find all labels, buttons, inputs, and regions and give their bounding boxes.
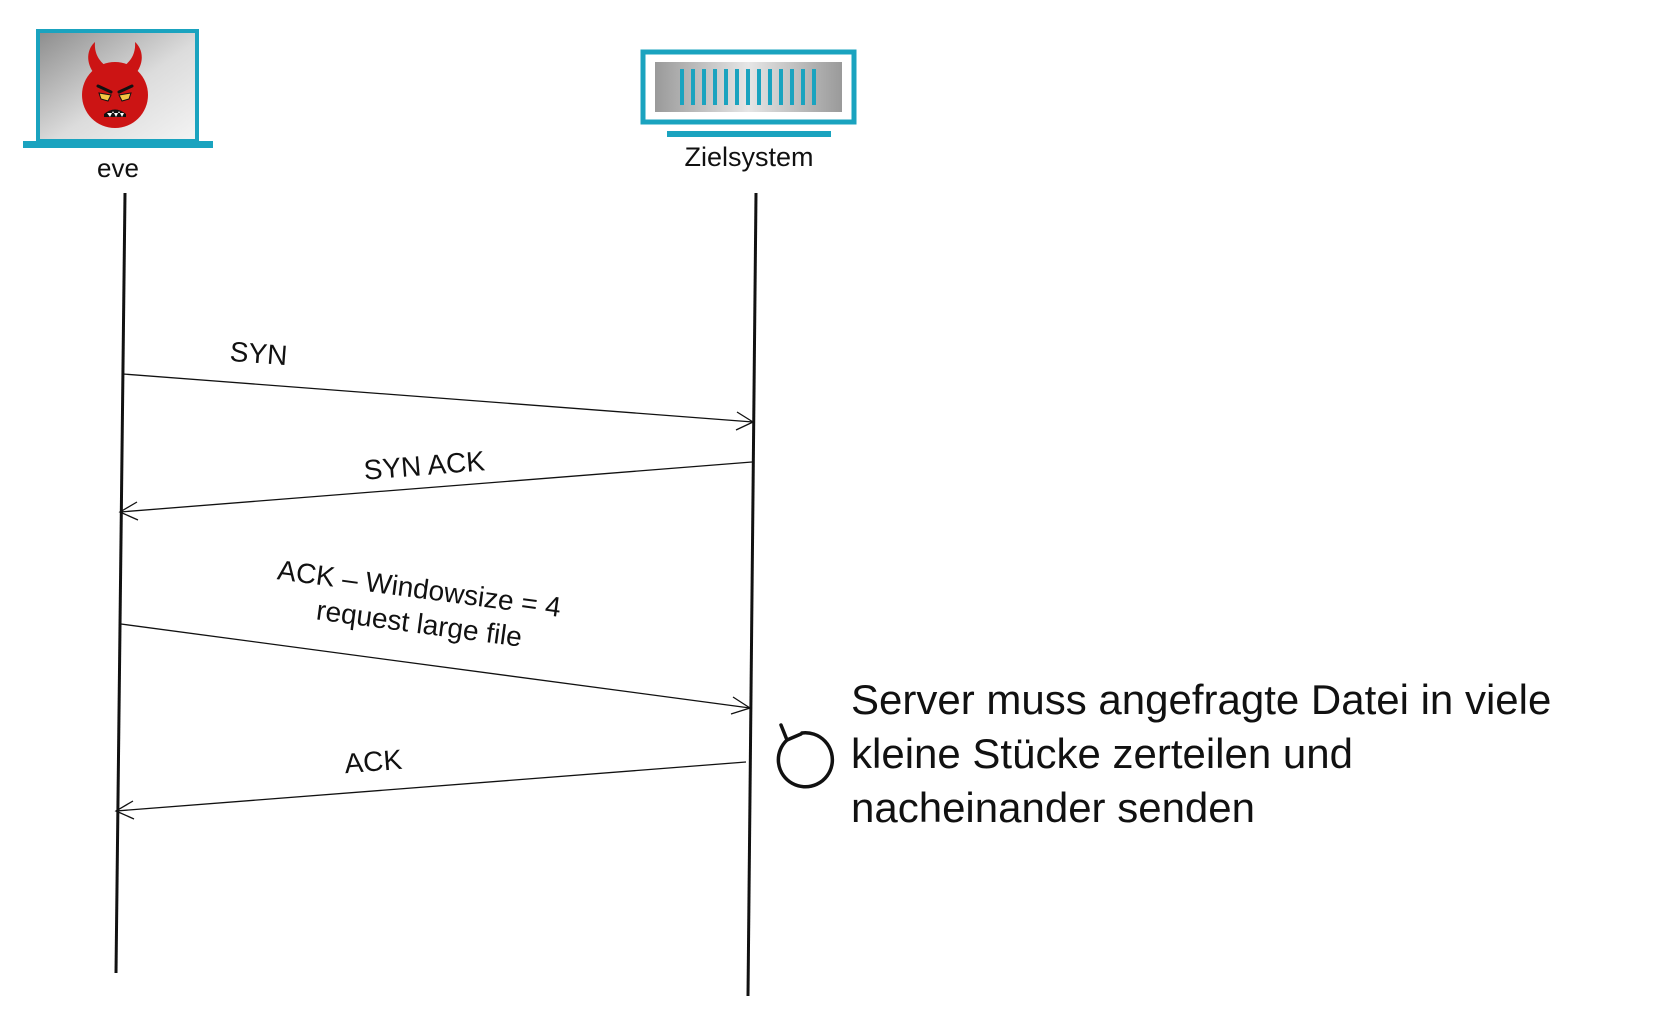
refresh-icon [776, 723, 835, 789]
devil-face-icon [82, 42, 148, 128]
message-ack: ACK [114, 744, 747, 820]
message-arrow-line [115, 761, 747, 812]
message-arrow-line [119, 461, 753, 513]
message-label: SYN [229, 336, 289, 371]
note-line-1: Server muss angefragte Datei in viele [851, 676, 1551, 723]
server-vents [680, 69, 816, 105]
zielsystem-lifeline [746, 192, 758, 997]
server-icon [640, 49, 857, 137]
arrowhead-icon [118, 501, 139, 521]
eve-label: eve [97, 153, 139, 183]
note-line-2: kleine Stücke zerteilen und [851, 730, 1353, 777]
note-text: Server muss angefragte Datei in viele kl… [851, 676, 1551, 831]
arrowhead-icon [735, 411, 755, 431]
zielsystem-label: Zielsystem [684, 142, 813, 172]
message-arrow-line [122, 373, 754, 423]
server-stand [667, 131, 831, 137]
message-syn: SYN [122, 336, 755, 431]
note-line-3: nacheinander senden [851, 784, 1255, 831]
arrowhead-icon [114, 800, 135, 820]
eve-lifeline [114, 192, 127, 974]
devil-laptop-icon [23, 29, 213, 148]
message-label: SYN ACK [363, 445, 487, 485]
message-label: ACK [343, 744, 403, 779]
arrowhead-icon [730, 696, 752, 715]
message-syn-ack: SYN ACK [118, 445, 753, 521]
message-ack-windowsize: ACK – Windowsize = 4 request large file [120, 554, 752, 715]
message-arrow-line [120, 623, 751, 709]
laptop-base [23, 141, 213, 148]
